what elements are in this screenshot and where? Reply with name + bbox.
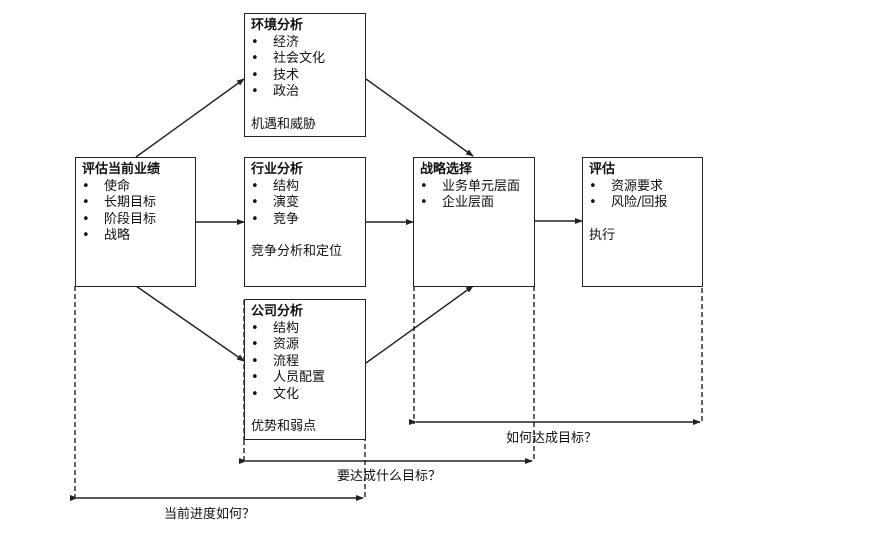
list-item: 政治 — [251, 84, 359, 101]
list-item: 演变 — [251, 195, 359, 212]
list-item: 结构 — [251, 321, 359, 338]
list-item: 阶段目标 — [82, 212, 189, 229]
box-title: 行业分析 — [251, 162, 304, 177]
box-title: 公司分析 — [251, 304, 304, 319]
box-footer: 执行 — [589, 227, 616, 243]
box-title: 环境分析 — [251, 18, 304, 33]
list-item: 人员配置 — [251, 370, 359, 387]
list-item: 结构 — [251, 179, 359, 196]
box-footer: 机遇和威胁 — [251, 116, 317, 132]
span-label-what-goals: 要达成什么目标？ — [337, 469, 442, 484]
list-item: 技术 — [251, 68, 359, 85]
span-label-current-progress: 当前进度如何？ — [164, 507, 256, 522]
list-item: 文化 — [251, 387, 359, 404]
list-item: 风险/回报 — [589, 195, 696, 212]
box-footer: 优势和弱点 — [251, 419, 317, 434]
box-company-analysis: 公司分析 结构 资源 流程 人员配置 文化 优势和弱点 — [244, 299, 366, 440]
list-item: 使命 — [82, 179, 189, 196]
span-label-how-achieve: 如何达成目标？ — [506, 431, 598, 446]
list-item: 战略 — [82, 228, 189, 245]
box-title: 评估当前业绩 — [82, 162, 161, 177]
list-item: 资源要求 — [589, 179, 696, 196]
box-title: 战略选择 — [420, 162, 473, 177]
box-footer: 竞争分析和定位 — [251, 244, 343, 259]
list-item: 经济 — [251, 35, 359, 52]
box-environment-analysis: 环境分析 经济 社会文化 技术 政治 机遇和威胁 — [244, 13, 366, 137]
list-item: 企业层面 — [420, 195, 528, 212]
arrow-environment-to-strategy — [365, 78, 474, 157]
list-item: 业务单元层面 — [420, 179, 528, 196]
box-evaluate: 评估 资源要求 风险/回报 执行 — [582, 157, 703, 287]
arrow-current-to-environment — [135, 78, 245, 158]
box-current-performance: 评估当前业绩 使命 长期目标 阶段目标 战略 — [75, 157, 196, 287]
list-item: 竞争 — [251, 212, 359, 229]
box-industry-analysis: 行业分析 结构 演变 竞争 竞争分析和定位 — [244, 157, 366, 287]
box-strategy-choice: 战略选择 业务单元层面 企业层面 — [413, 157, 535, 287]
arrow-current-to-company — [135, 285, 245, 362]
list-item: 流程 — [251, 354, 359, 371]
list-item: 长期目标 — [82, 195, 189, 212]
box-title: 评估 — [589, 162, 616, 177]
list-item: 社会文化 — [251, 51, 359, 68]
arrow-company-to-strategy — [365, 285, 474, 364]
list-item: 资源 — [251, 337, 359, 354]
